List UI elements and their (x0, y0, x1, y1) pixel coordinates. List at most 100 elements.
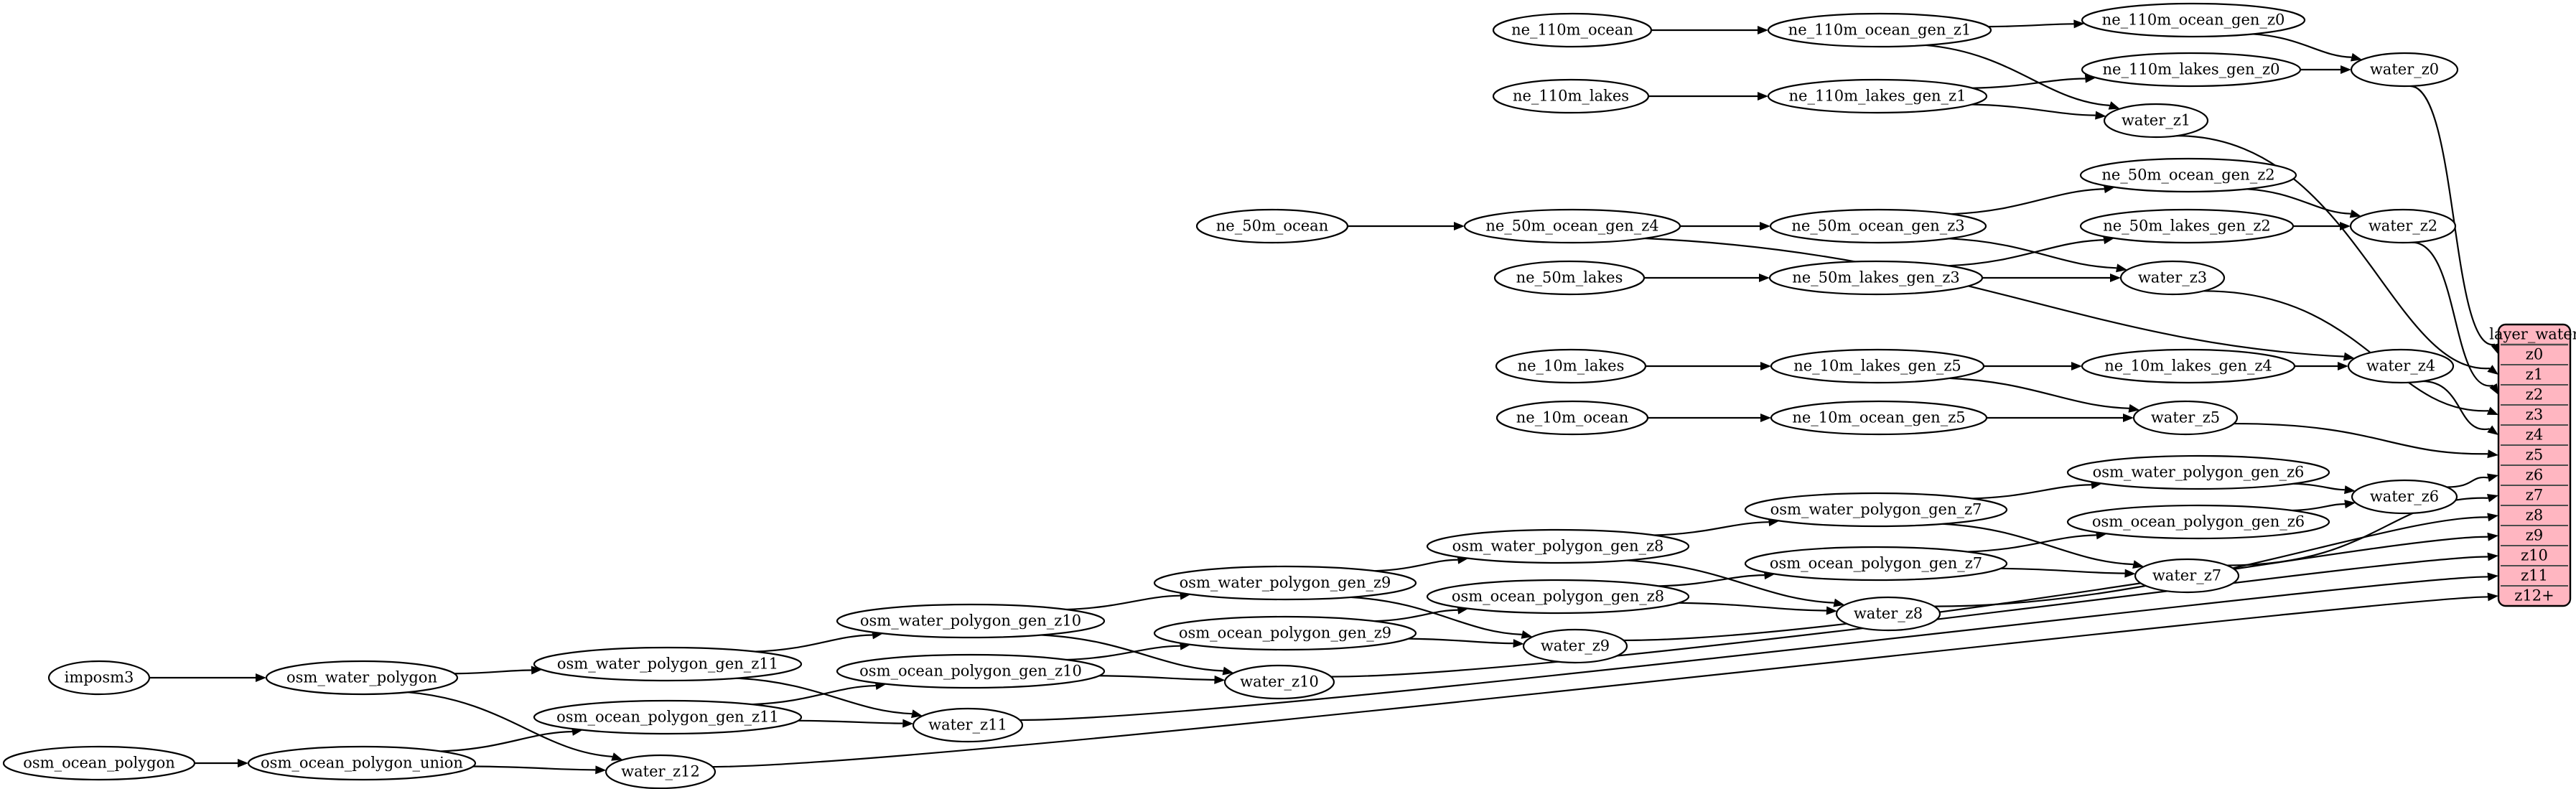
node-ellipse (265, 660, 459, 696)
graph-node-water_z8[interactable]: water_z8 (1835, 596, 1941, 632)
graph-node-ne_110m_ocean[interactable]: ne_110m_ocean (1492, 12, 1653, 48)
graph-node-water_z10[interactable]: water_z10 (1223, 664, 1335, 700)
graph-node-ne_50m_ocean_gen_z4[interactable]: ne_50m_ocean_gen_z4 (1463, 208, 1681, 244)
graph-edge (1972, 484, 2091, 500)
node-ellipse (912, 707, 1024, 743)
layer-table-row-z3[interactable]: z3 (2501, 404, 2568, 424)
layer-table-arrowhead (2487, 572, 2498, 582)
graph-node-ne_50m_lakes[interactable]: ne_50m_lakes (1493, 260, 1646, 296)
graph-node-ne_10m_ocean_gen_z5[interactable]: ne_10m_ocean_gen_z5 (1770, 400, 1988, 436)
layer-water-table: layer_waterz0z1z2z3z4z5z6z7z8z9z10z11z12… (2489, 323, 2576, 607)
edge-arrowhead (1214, 675, 1226, 684)
layer-table-row-z0[interactable]: z0 (2526, 346, 2543, 363)
graph-edge (1951, 188, 2104, 215)
node-label: osm_ocean_polygon_gen_z8 (1452, 588, 1664, 605)
graph-node-osm_water_polygon_gen_z11[interactable]: osm_water_polygon_gen_z11 (533, 646, 803, 682)
graph-node-water_z3[interactable]: water_z3 (2119, 260, 2226, 296)
layer-table-arrowhead (2486, 493, 2498, 503)
graph-node-osm_ocean_polygon_gen_z7[interactable]: osm_ocean_polygon_gen_z7 (1744, 546, 2008, 582)
graph-node-osm_water_polygon_gen_z10[interactable]: osm_water_polygon_gen_z10 (836, 603, 1106, 639)
layer-table-row-z2[interactable]: z2 (2501, 384, 2568, 403)
node-label: water_z10 (1240, 673, 1319, 691)
node-ellipse (2081, 2, 2306, 38)
graph-node-ne_110m_ocean_gen_z0[interactable]: ne_110m_ocean_gen_z0 (2081, 2, 2306, 38)
graph-node-osm_ocean_polygon_union[interactable]: osm_ocean_polygon_union (247, 745, 477, 781)
graph-node-water_z6[interactable]: water_z6 (2351, 479, 2458, 515)
node-ellipse (2, 745, 196, 781)
graph-node-water_z12[interactable]: water_z12 (605, 754, 717, 789)
layer-table-row-z4[interactable]: z4 (2501, 424, 2568, 444)
graph-node-water_z5[interactable]: water_z5 (2132, 400, 2239, 436)
graph-node-osm_ocean_polygon_gen_z11[interactable]: osm_ocean_polygon_gen_z11 (533, 699, 803, 735)
layer-table-row-z9[interactable]: z9 (2501, 525, 2568, 544)
graph-edge (1972, 78, 2086, 89)
graph-node-osm_water_polygon[interactable]: osm_water_polygon (265, 660, 459, 696)
node-ellipse (1463, 208, 1681, 244)
node-ellipse (2066, 504, 2330, 540)
graph-node-ne_10m_lakes_gen_z5[interactable]: ne_10m_lakes_gen_z5 (1770, 348, 1985, 384)
graph-node-osm_ocean_polygon[interactable]: osm_ocean_polygon (2, 745, 196, 781)
layer-table-row-z7[interactable]: z7 (2501, 485, 2568, 504)
graph-node-water_z0[interactable]: water_z0 (2350, 52, 2459, 88)
node-ellipse (533, 699, 803, 735)
graph-node-water_z4[interactable]: water_z4 (2347, 348, 2455, 384)
layer-table-inbound-edge (712, 596, 2488, 768)
graph-node-ne_50m_lakes_gen_z3[interactable]: ne_50m_lakes_gen_z3 (1768, 260, 1984, 296)
node-ellipse (1770, 348, 1985, 384)
graph-node-water_z2[interactable]: water_z2 (2349, 208, 2457, 244)
edge-arrowhead (595, 765, 607, 775)
graph-node-water_z9[interactable]: water_z9 (1522, 628, 1628, 664)
graph-node-water_z7[interactable]: water_z7 (2134, 558, 2240, 594)
graph-edge (1654, 521, 1769, 536)
layer-table-row-z8[interactable]: z8 (2501, 505, 2568, 524)
node-ellipse (1492, 78, 1650, 114)
graph-node-ne_50m_lakes_gen_z2[interactable]: ne_50m_lakes_gen_z2 (2079, 208, 2295, 244)
edge-arrowhead (902, 719, 914, 728)
graph-node-osm_ocean_polygon_gen_z8[interactable]: osm_ocean_polygon_gen_z8 (1426, 579, 1690, 615)
graph-node-osm_water_polygon_gen_z7[interactable]: osm_water_polygon_gen_z7 (1744, 492, 2008, 528)
graph-node-ne_10m_lakes[interactable]: ne_10m_lakes (1495, 348, 1647, 384)
node-ellipse (1835, 596, 1941, 632)
edge-arrowhead (2340, 222, 2351, 230)
graph-node-ne_10m_lakes_gen_z4[interactable]: ne_10m_lakes_gen_z4 (2081, 348, 2296, 384)
graph-node-ne_110m_lakes[interactable]: ne_110m_lakes (1492, 78, 1650, 114)
graph-node-osm_ocean_polygon_gen_z6[interactable]: osm_ocean_polygon_gen_z6 (2066, 504, 2330, 540)
graph-node-water_z11[interactable]: water_z11 (912, 707, 1024, 743)
graph-node-ne_10m_ocean[interactable]: ne_10m_ocean (1495, 400, 1649, 436)
graph-node-osm_ocean_polygon_gen_z10[interactable]: osm_ocean_polygon_gen_z10 (836, 653, 1106, 689)
graph-node-osm_water_polygon_gen_z6[interactable]: osm_water_polygon_gen_z6 (2066, 454, 2330, 490)
graph-node-ne_110m_ocean_gen_z1[interactable]: ne_110m_ocean_gen_z1 (1767, 12, 1992, 48)
graph-node-ne_50m_ocean_gen_z2[interactable]: ne_50m_ocean_gen_z2 (2079, 157, 2297, 193)
node-label: ne_110m_ocean_gen_z0 (2102, 11, 2285, 29)
graph-edge (1041, 634, 1223, 672)
edge-arrowhead (911, 709, 923, 719)
edge-arrowhead (1760, 222, 1770, 230)
graph-node-ne_50m_ocean[interactable]: ne_50m_ocean (1195, 208, 1349, 244)
graph-edge (1971, 103, 2096, 116)
graph-node-osm_water_polygon_gen_z9[interactable]: osm_water_polygon_gen_z9 (1153, 565, 1417, 601)
graph-edge (1988, 23, 2074, 28)
graph-node-ne_110m_lakes_gen_z0[interactable]: ne_110m_lakes_gen_z0 (2081, 52, 2302, 88)
graph-node-ne_110m_lakes_gen_z1[interactable]: ne_110m_lakes_gen_z1 (1767, 78, 1988, 114)
edge-arrowhead (2343, 352, 2355, 361)
graph-node-osm_water_polygon_gen_z8[interactable]: osm_water_polygon_gen_z8 (1426, 528, 1690, 564)
graph-node-osm_ocean_polygon_gen_z9[interactable]: osm_ocean_polygon_gen_z9 (1153, 615, 1417, 651)
layer-table-row-z11[interactable]: z11 (2501, 565, 2568, 584)
graph-node-ne_50m_ocean_gen_z3[interactable]: ne_50m_ocean_gen_z3 (1769, 208, 1987, 244)
edge-arrowhead (1760, 362, 1771, 370)
node-label: ne_50m_lakes_gen_z2 (2103, 218, 2271, 235)
layer-table-row-z12+[interactable]: z12+ (2501, 585, 2568, 604)
layer-table-row-z1[interactable]: z1 (2501, 364, 2568, 383)
edge-arrowhead (2344, 500, 2356, 509)
graph-edge (2000, 567, 2125, 574)
layer-table-row-z6[interactable]: z6 (2501, 464, 2568, 484)
layer-table-row-z10[interactable]: z10 (2501, 545, 2568, 564)
graph-edge (1408, 638, 1513, 645)
node-label: water_z4 (2366, 358, 2435, 375)
graph-node-water_z1[interactable]: water_z1 (2103, 103, 2209, 139)
layer-table-row-z5[interactable]: z5 (2501, 444, 2568, 464)
layer-table-row-label: z7 (2526, 487, 2543, 504)
node-ellipse (1426, 528, 1690, 564)
edge-arrowhead (1521, 630, 1533, 639)
graph-node-imposm3[interactable]: imposm3 (47, 660, 151, 696)
